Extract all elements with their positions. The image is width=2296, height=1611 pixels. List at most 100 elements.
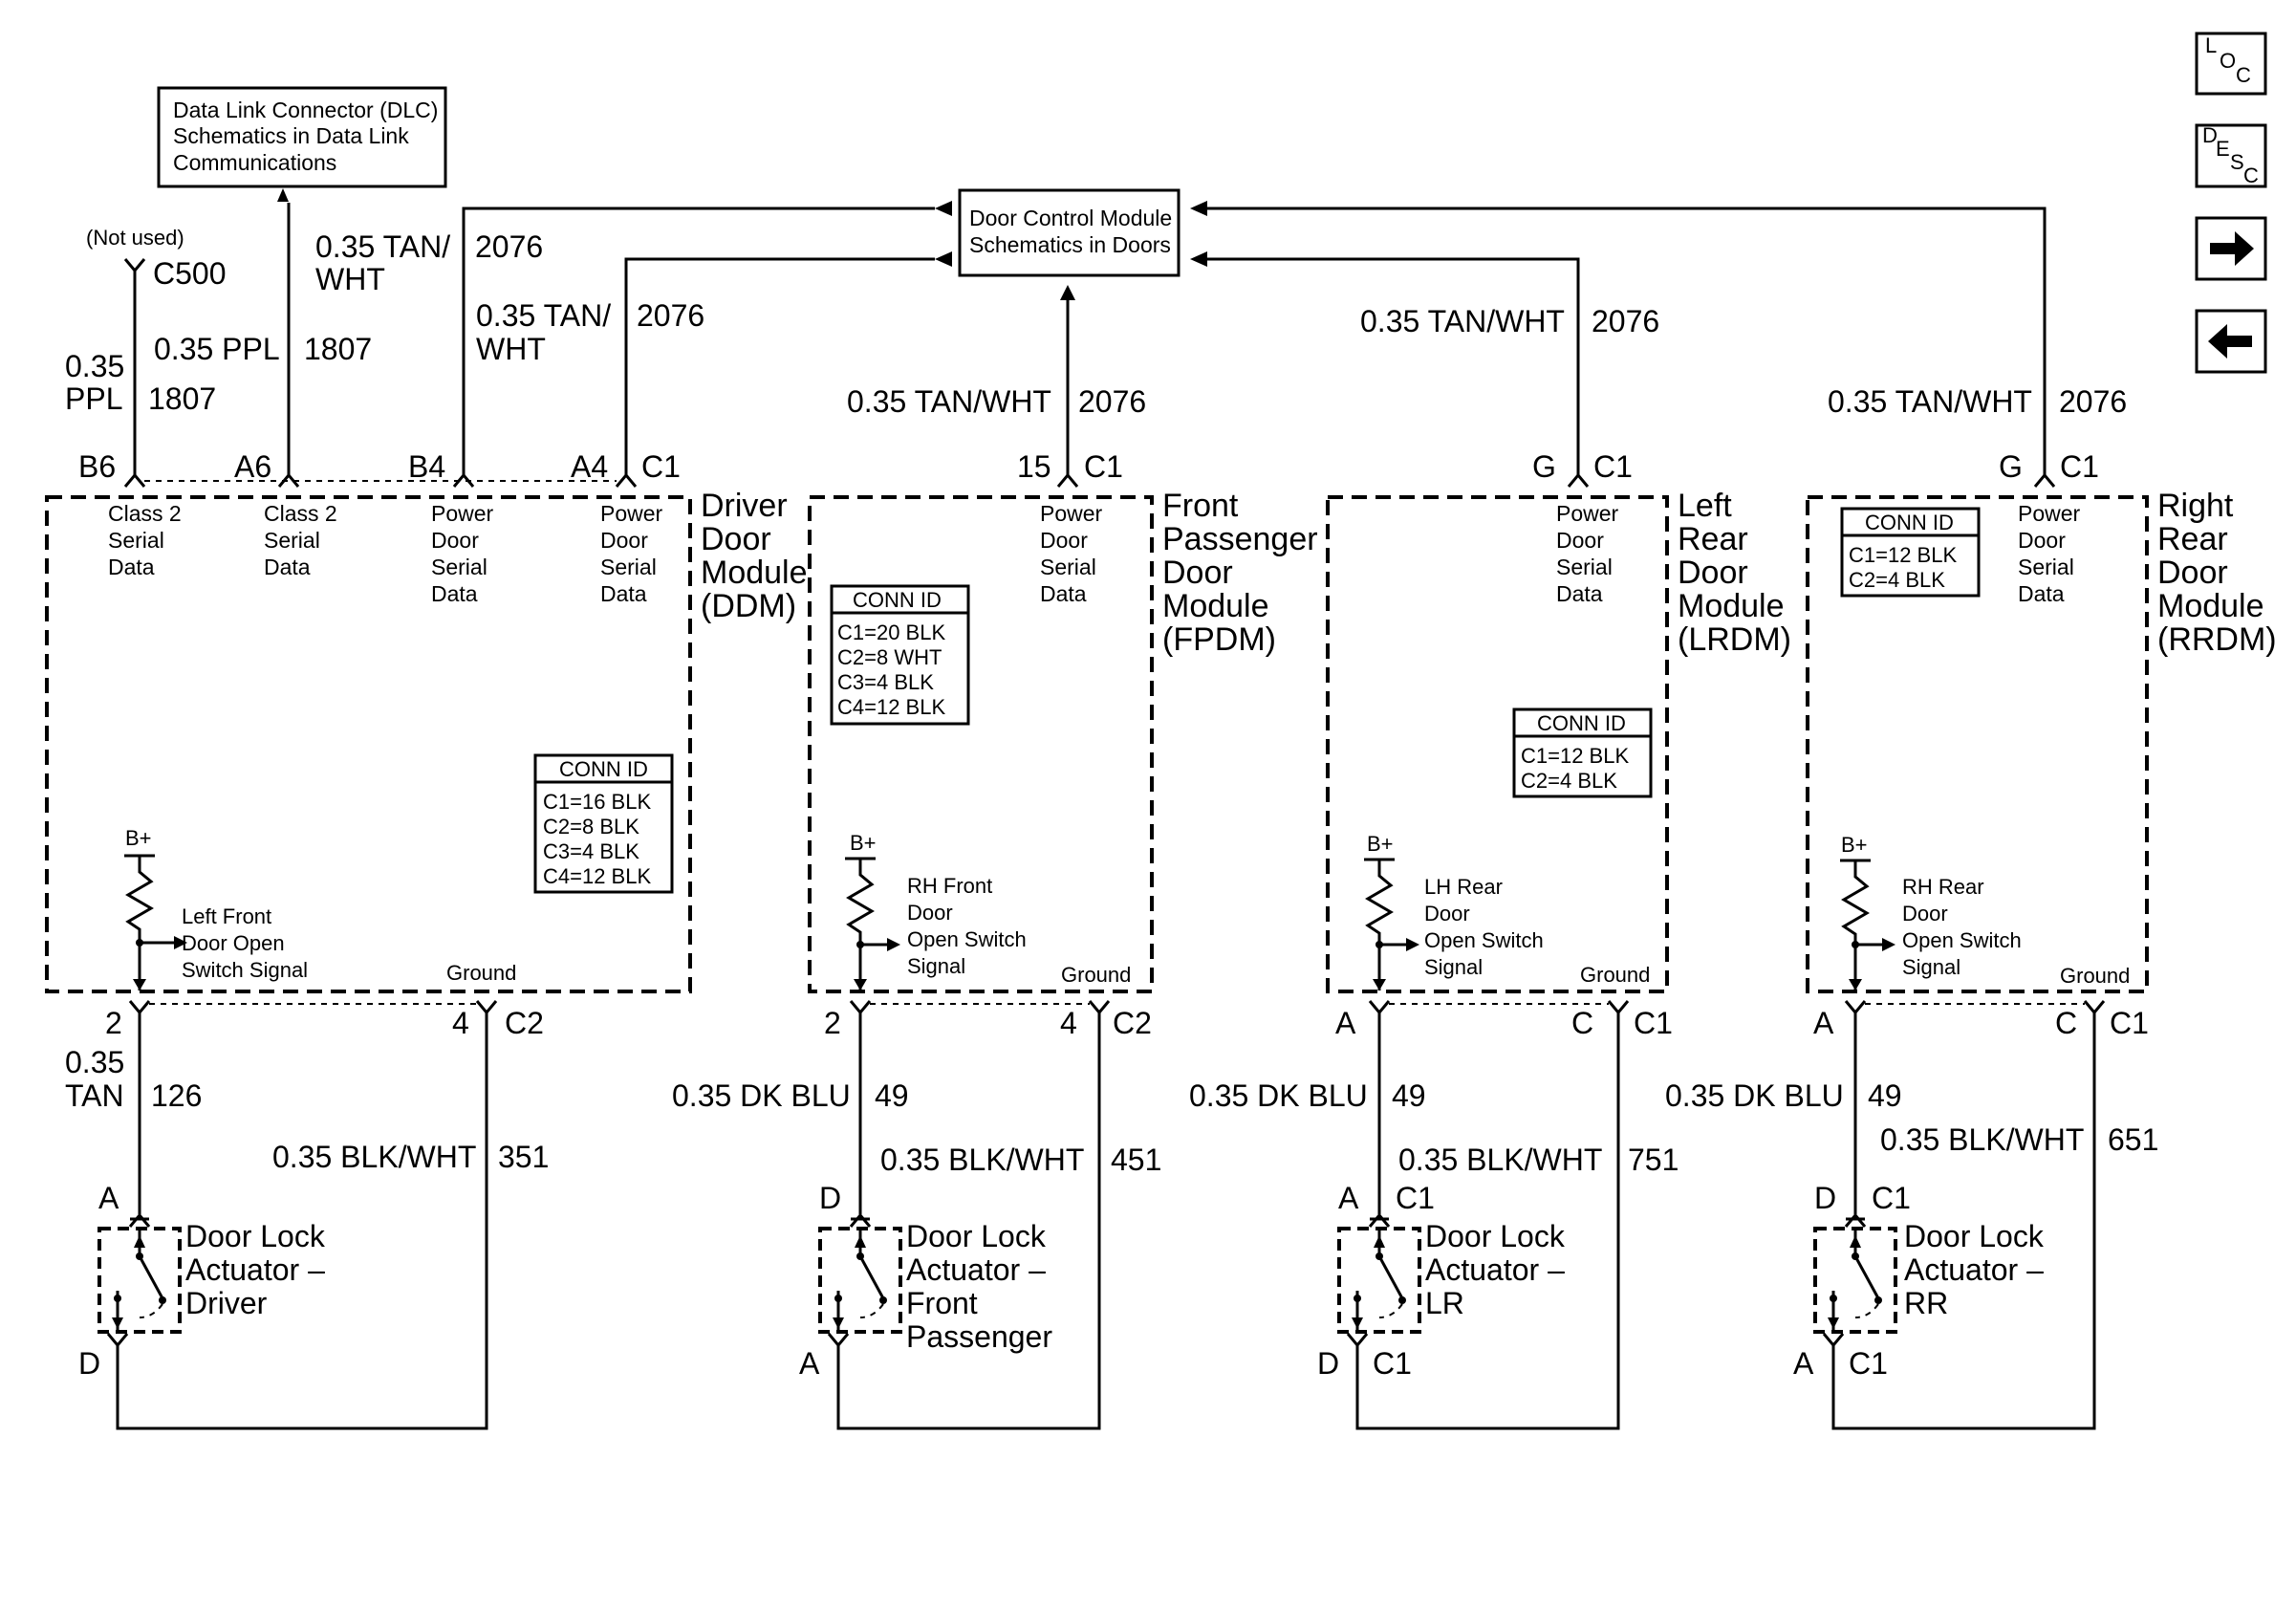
pin-15: 15 xyxy=(1017,449,1051,484)
conn-id-row: C1=16 BLK xyxy=(543,790,651,814)
conn-id-row: C2=8 BLK xyxy=(543,815,639,838)
c500-label: C500 xyxy=(153,256,227,291)
actuator-label: Actuator – xyxy=(906,1252,1046,1287)
circuit-number: 2076 xyxy=(1592,304,1659,338)
pin-a: A xyxy=(799,1346,820,1381)
pin-c2: C2 xyxy=(1113,1006,1152,1040)
loc-letter: L xyxy=(2205,33,2217,57)
pin-2: 2 xyxy=(824,1006,841,1040)
dcm-reference-box[interactable]: Door Control Module Schematics in Doors xyxy=(958,188,1180,277)
pin-label: Serial xyxy=(1556,555,1613,579)
bplus-label: B+ xyxy=(850,831,877,855)
door-lock-actuator-rr[interactable]: D C1 A C1 Door Lock Actuator – RR xyxy=(1793,1181,2045,1381)
pin-a: A xyxy=(1813,1006,1834,1040)
prev-button[interactable] xyxy=(2195,309,2267,374)
module-name: (FPDM) xyxy=(1162,621,1276,658)
loc-letter: O xyxy=(2220,49,2236,73)
desc-button[interactable]: D E S C xyxy=(2195,123,2267,188)
module-lrdm[interactable]: Power Door Serial Data CONN ID C1=12 BLK… xyxy=(1326,495,1669,993)
ground-label: Ground xyxy=(1580,963,1650,987)
conn-id-title: CONN ID xyxy=(1865,511,1954,534)
module-rrdm[interactable]: Power Door Serial Data CONN ID C1=12 BLK… xyxy=(1806,495,2149,993)
pin-c1: C1 xyxy=(1373,1346,1412,1381)
pin-label: Door xyxy=(2018,528,2066,553)
switch-arrow-icon xyxy=(887,938,900,951)
pin-c2: C2 xyxy=(505,1006,544,1040)
wire-gauge: 0.35 TAN/ xyxy=(315,229,450,264)
pin-label: Data xyxy=(1556,581,1603,606)
conn-id-row: C2=8 WHT xyxy=(837,645,942,669)
door-lock-actuator-lr[interactable]: A C1 D C1 Door Lock Actuator – LR xyxy=(1317,1181,1566,1381)
dcm-arrow-icon xyxy=(1060,285,1075,300)
pin-label: Door xyxy=(431,528,479,553)
actuator-label: Actuator – xyxy=(185,1252,325,1287)
bplus-label: B+ xyxy=(1841,833,1868,857)
wire-gauge: 0.35 PPL xyxy=(154,332,280,366)
pin-a: A xyxy=(98,1181,119,1215)
pin-label: Data xyxy=(1040,581,1087,606)
circuit-number: 49 xyxy=(1868,1078,1902,1113)
bplus-label: B+ xyxy=(1367,832,1394,856)
dlc-reference-box[interactable]: Data Link Connector (DLC) Schematics in … xyxy=(157,86,447,188)
wire-gauge: 0.35 TAN/WHT xyxy=(1828,384,2032,419)
module-name: Module xyxy=(2157,588,2264,624)
desc-letter: D xyxy=(2202,123,2218,147)
conn-id-table: CONN ID C1=12 BLK C2=4 BLK xyxy=(1512,708,1653,798)
pin-label: Data xyxy=(108,555,155,579)
wire-gauge: 0.35 BLK/WHT xyxy=(880,1143,1084,1177)
pin-c1: C1 xyxy=(1396,1181,1435,1215)
module-ddm[interactable]: Class 2 Serial Data Class 2 Serial Data … xyxy=(45,495,692,993)
switch-label: Signal xyxy=(1902,955,1960,979)
conn-id-row: C1=20 BLK xyxy=(837,620,945,644)
switch-label: Open Switch xyxy=(907,927,1027,951)
pin-b6: B6 xyxy=(78,449,116,484)
loc-letter: C xyxy=(2236,63,2251,87)
dlc-line-2: Schematics in Data Link xyxy=(173,123,409,148)
wire-gauge: TAN xyxy=(65,1078,124,1113)
wire-gauge: 0.35 BLK/WHT xyxy=(272,1140,476,1174)
pin-c1: C1 xyxy=(1872,1181,1911,1215)
circuit-number: 651 xyxy=(2108,1122,2158,1157)
wire-gauge: 0.35 DK BLU xyxy=(1189,1078,1368,1113)
switch-arrow-icon xyxy=(1882,938,1895,951)
actuator-label: LR xyxy=(1425,1286,1464,1320)
actuator-label: Actuator – xyxy=(1425,1252,1565,1287)
switch-label: Signal xyxy=(1424,955,1483,979)
conn-id-table: CONN ID C1=16 BLK C2=8 BLK C3=4 BLK C4=1… xyxy=(533,753,674,894)
module-name: Module xyxy=(701,555,808,591)
next-button[interactable] xyxy=(2195,216,2267,281)
switch-label: Door xyxy=(907,901,953,925)
dcm-arrow-icon xyxy=(1190,201,1207,216)
module-fpdm[interactable]: Power Door Serial Data CONN ID C1=20 BLK… xyxy=(808,495,1154,993)
pin-a: A xyxy=(1793,1346,1814,1381)
pin-c1: C1 xyxy=(1634,1006,1673,1040)
dlc-line-3: Communications xyxy=(173,150,336,175)
switch-label: Left Front xyxy=(182,904,271,928)
pin-label: Power xyxy=(2018,501,2081,526)
wire-gauge: WHT xyxy=(315,262,385,296)
pin-d: D xyxy=(1317,1346,1339,1381)
module-name: (LRDM) xyxy=(1678,621,1791,658)
actuator-label: Passenger xyxy=(906,1319,1052,1354)
conn-id-row: C2=4 BLK xyxy=(1849,568,1945,592)
arrow-right-icon xyxy=(2210,231,2254,266)
loc-button[interactable]: L O C xyxy=(2195,32,2267,96)
door-lock-actuator-driver[interactable]: A D Door Lock Actuator – Driver xyxy=(78,1181,326,1381)
wire-gauge: 0.35 xyxy=(65,1045,124,1079)
pin-a: A xyxy=(1335,1006,1356,1040)
switch-label: Door xyxy=(1902,902,1948,925)
module-name: Right xyxy=(2157,488,2234,524)
dcm-line-2: Schematics in Doors xyxy=(969,232,1171,257)
pin-label: Serial xyxy=(431,555,487,579)
wire-gauge: WHT xyxy=(476,332,546,366)
pin-c1: C1 xyxy=(2060,449,2099,484)
door-lock-actuator-front-passenger[interactable]: D A Door Lock Actuator – Front Passenger xyxy=(799,1181,1052,1381)
pin-4: 4 xyxy=(1060,1006,1077,1040)
actuator-label: Actuator – xyxy=(1904,1252,2044,1287)
pin-c1: C1 xyxy=(1849,1346,1888,1381)
wire-gauge: 0.35 BLK/WHT xyxy=(1398,1143,1602,1177)
bplus-label: B+ xyxy=(125,826,152,850)
circuit-number: 126 xyxy=(151,1078,202,1113)
pin-g: G xyxy=(1532,449,1556,484)
